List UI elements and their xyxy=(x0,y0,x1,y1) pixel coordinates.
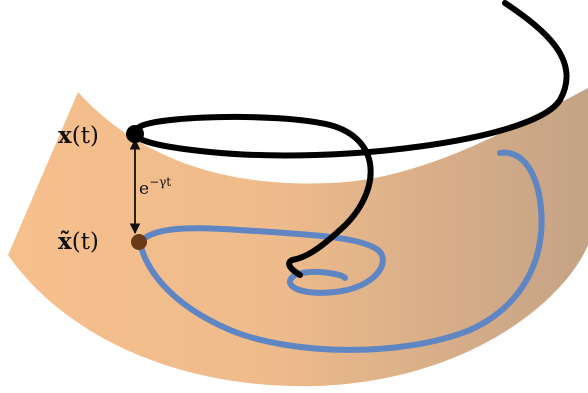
decay-exponent: −γt xyxy=(149,175,171,189)
label-x-symbol: x xyxy=(58,122,72,149)
state-point xyxy=(126,125,144,143)
projected-point xyxy=(131,234,147,250)
label-x-tilde-arg: (t) xyxy=(72,229,99,255)
decay-base: e xyxy=(139,179,149,199)
label-x-arg: (t) xyxy=(72,123,99,149)
label-x-of-t: x(t) xyxy=(58,122,99,149)
label-x-tilde-of-t: x̃(t) xyxy=(58,228,99,255)
label-x-tilde-symbol: x̃ xyxy=(58,228,72,255)
